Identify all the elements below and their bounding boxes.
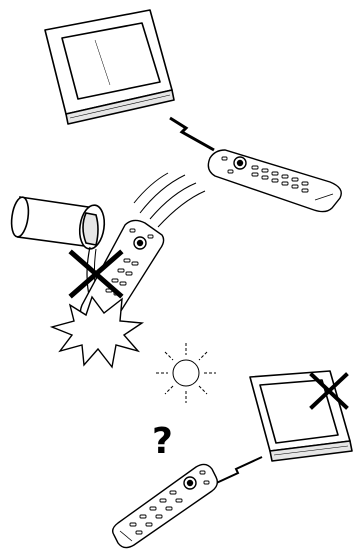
signal-bolt-icon <box>212 457 262 485</box>
sun-icon <box>156 343 216 403</box>
question-mark-icon: ? <box>152 421 173 462</box>
motion-lines <box>134 173 205 227</box>
panel-no-direct-sunlight: ? <box>0 335 364 550</box>
signal-bolt-icon <box>170 118 214 150</box>
remote-control-icon <box>113 464 218 547</box>
monitor-icon <box>45 10 174 124</box>
